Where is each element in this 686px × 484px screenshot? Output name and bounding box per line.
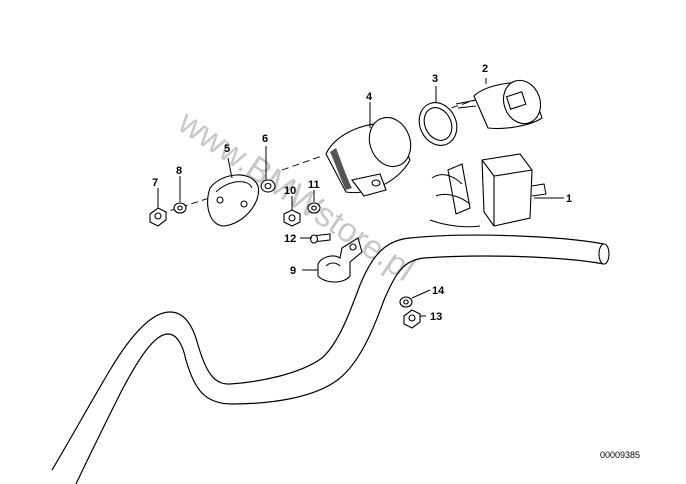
part-label-8: 8 [176,165,182,177]
part-label-12: 12 [284,233,296,245]
part-label-6: 6 [262,133,268,145]
part-label-7: 7 [152,177,158,189]
bushing-part-10 [283,209,301,227]
part-label-4: 4 [366,91,373,103]
part-label-2: 2 [482,63,488,75]
nut-part-7 [149,207,167,227]
screw-part-12 [309,233,331,244]
washer-part-11 [307,202,321,214]
washer-part-14 [399,296,413,308]
bracket-mount-part-1 [429,153,547,228]
cover-plate-part-5 [207,174,260,227]
part-label-9: 9 [290,265,296,277]
instrument-cap-part-2 [455,79,543,130]
part-label-14: 14 [432,285,445,297]
clamp-part-9 [317,237,363,283]
seal-ring-part-3 [418,102,458,146]
washer-part-8 [173,202,187,214]
part-number-labels: 1 2 3 4 5 6 7 8 9 10 11 12 13 14 [152,63,572,323]
handlebar [51,234,610,484]
grommet-part-6 [260,179,276,193]
leader-lines [157,78,564,317]
part-label-10: 10 [284,185,296,197]
part-label-3: 3 [432,73,438,85]
part-label-1: 1 [566,193,572,205]
part-label-13: 13 [430,311,442,323]
part-label-11: 11 [308,179,320,191]
part-label-5: 5 [224,143,230,155]
reference-code: 00009385 [600,450,640,460]
nut-part-13 [403,309,421,329]
instrument-housing-part-4 [325,116,412,197]
